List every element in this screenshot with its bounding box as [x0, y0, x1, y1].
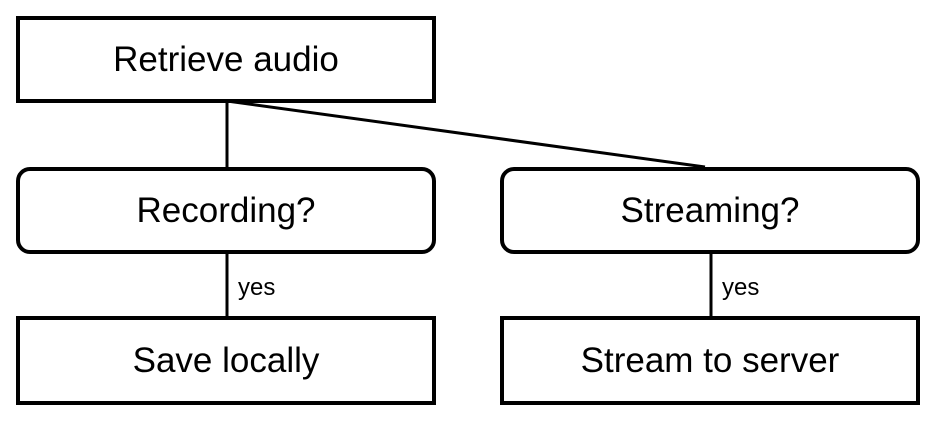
node-retrieve-audio-label: Retrieve audio	[113, 40, 339, 79]
edge-label-recording-yes: yes	[238, 274, 276, 301]
node-recording-decision-label: Recording?	[136, 191, 316, 230]
node-streaming-decision-label: Streaming?	[620, 191, 800, 230]
node-save-locally-label: Save locally	[132, 341, 320, 380]
node-save-locally: Save locally	[16, 316, 436, 405]
edge-label-streaming-yes: yes	[722, 274, 760, 301]
node-retrieve-audio: Retrieve audio	[16, 16, 436, 103]
node-recording-decision: Recording?	[16, 167, 436, 254]
edge-retrieve-to-streaming	[226, 99, 706, 169]
node-stream-to-server: Stream to server	[500, 316, 920, 405]
node-streaming-decision: Streaming?	[500, 167, 920, 254]
node-stream-to-server-label: Stream to server	[580, 341, 840, 380]
